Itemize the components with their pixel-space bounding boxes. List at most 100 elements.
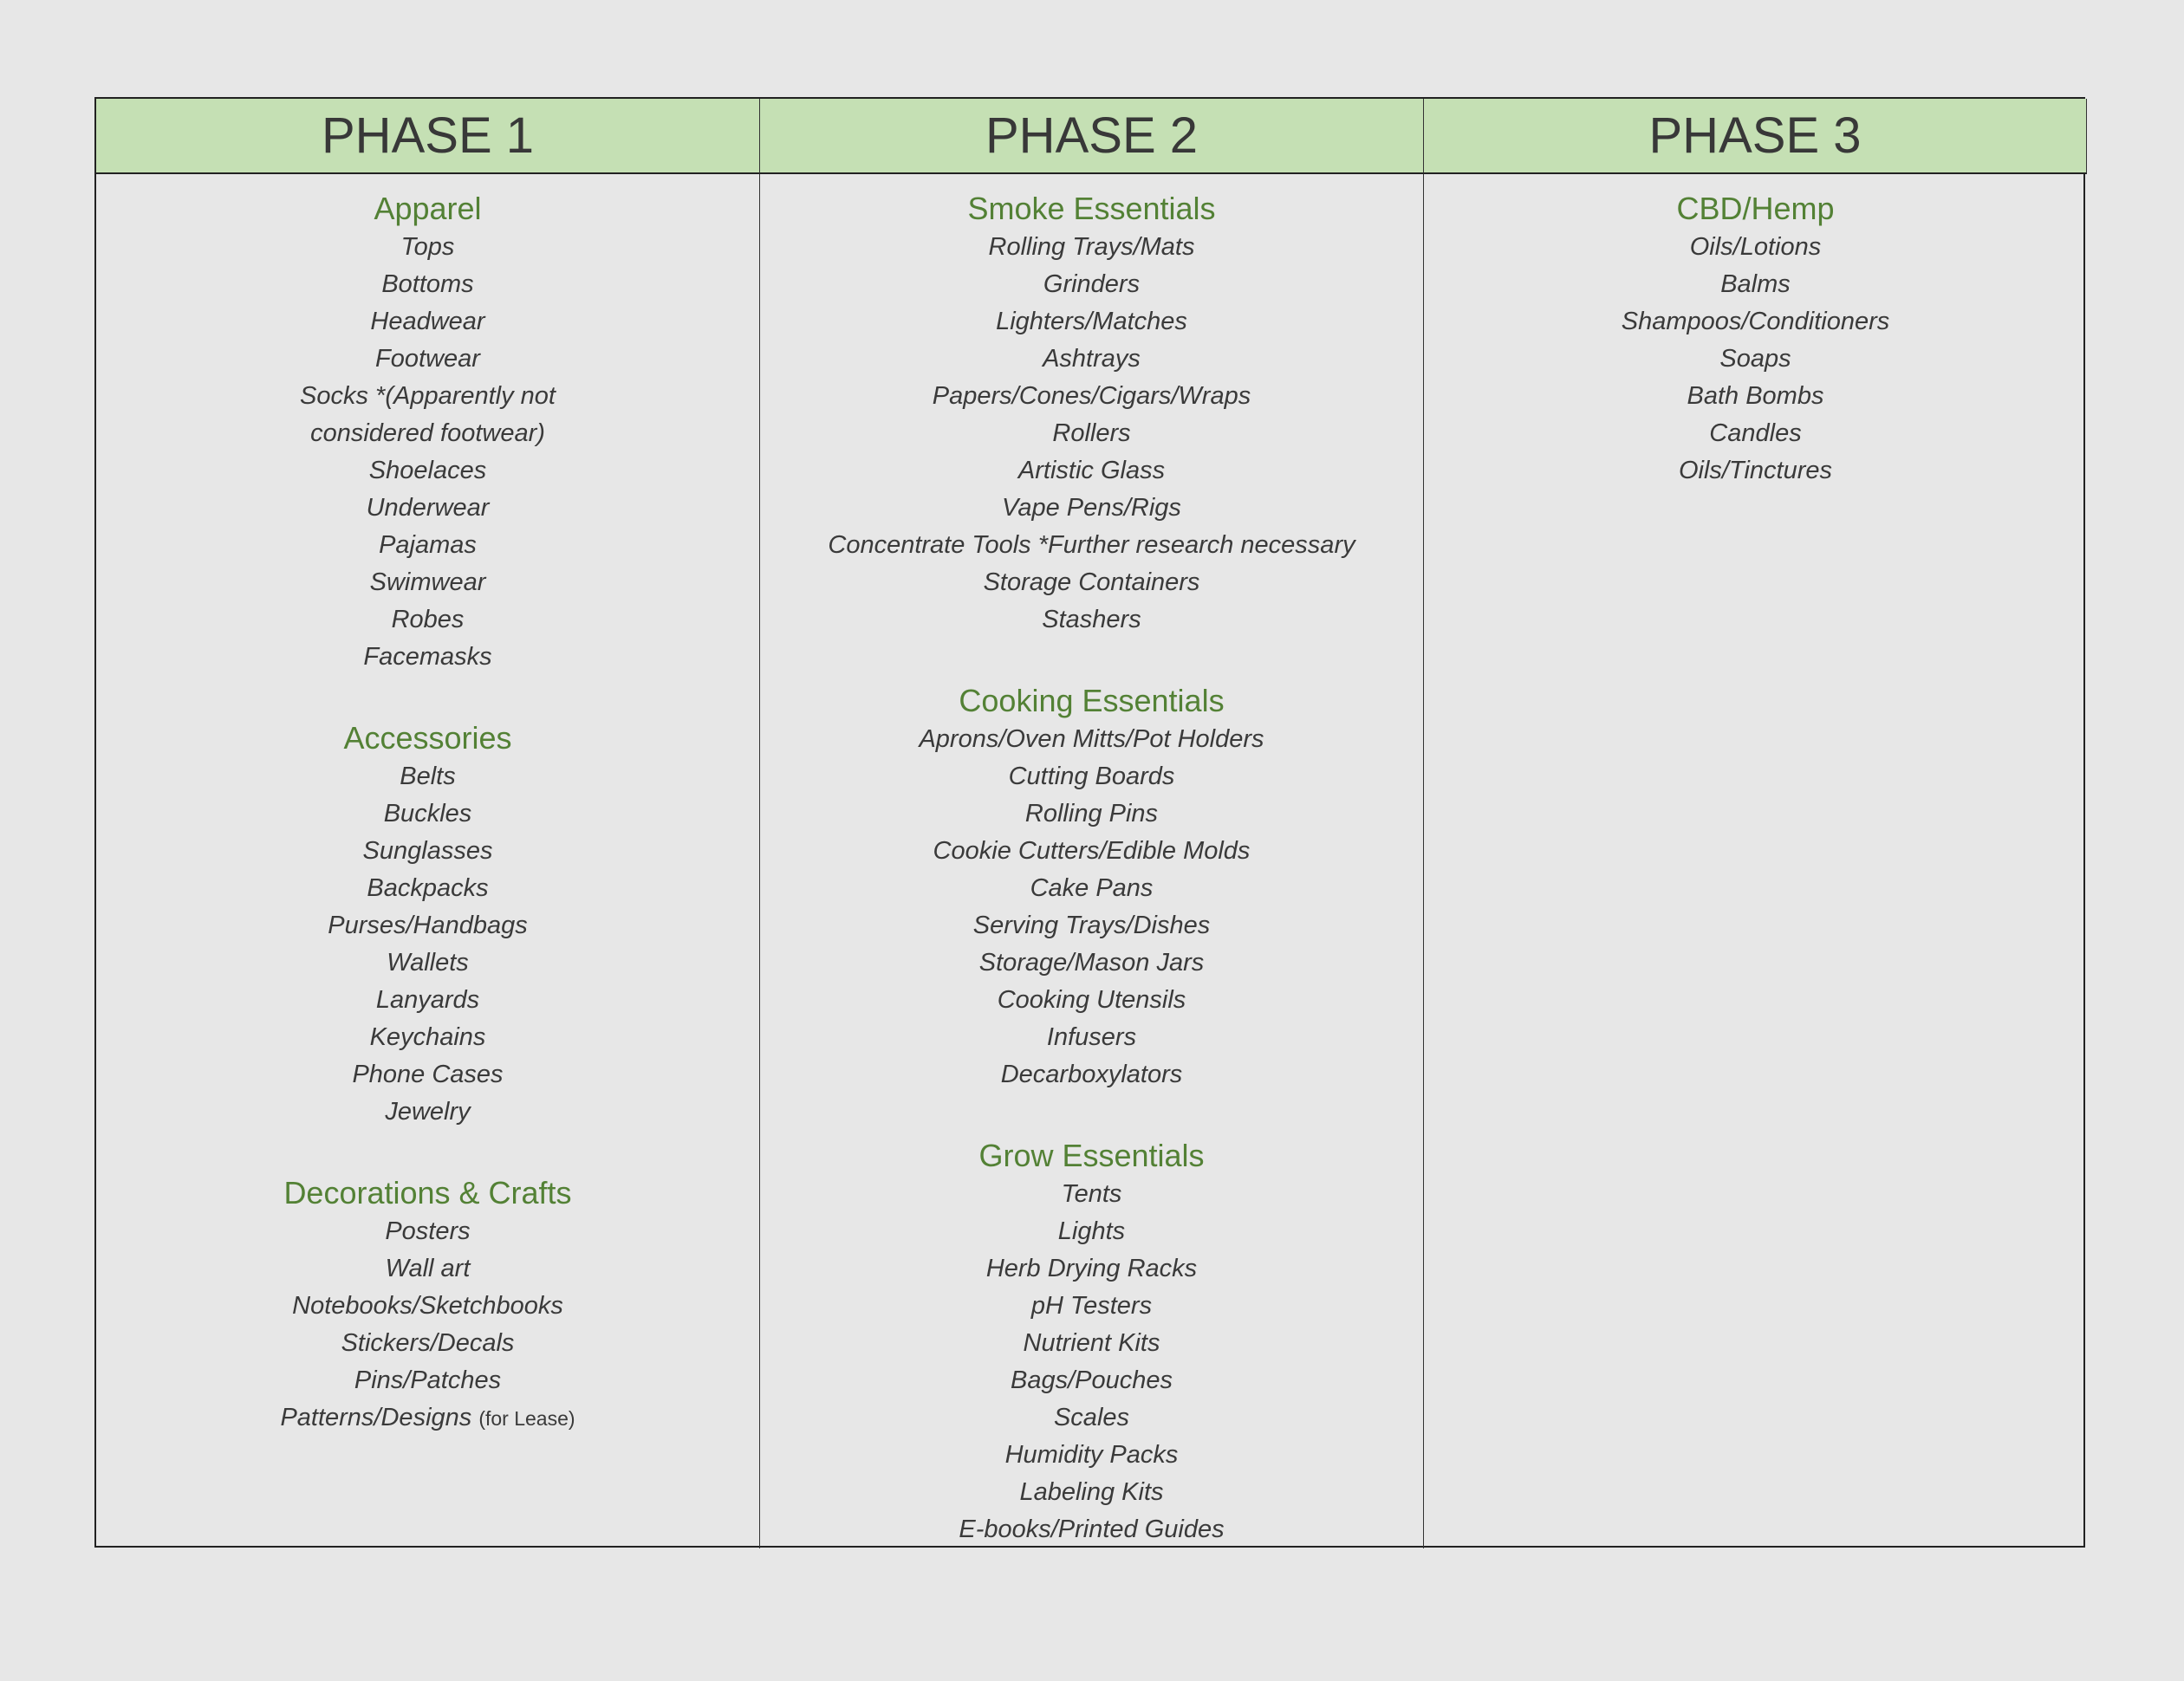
list-item: Posters — [96, 1213, 759, 1250]
category-heading: CBD/Hemp — [1676, 191, 1835, 226]
item-label: Socks *(Apparently not considered footwe… — [300, 382, 556, 447]
list-item: Swimwear — [96, 564, 759, 601]
item-label: Patterns/Designs — [280, 1404, 472, 1431]
item-label: Concentrate Tools *Further research nece… — [828, 531, 1355, 559]
list-item: Sunglasses — [96, 833, 759, 870]
item-label: Purses/Handbags — [328, 912, 528, 939]
list-item: Stashers — [760, 601, 1423, 639]
list-item: Footwear — [96, 341, 759, 378]
item-label: Soaps — [1719, 345, 1791, 373]
list-item: Rollers — [760, 415, 1423, 452]
section-spacer — [96, 1131, 759, 1172]
list-item: Phone Cases — [96, 1056, 759, 1094]
list-item: Balms — [1424, 266, 2087, 303]
list-item: Storage/Mason Jars — [760, 944, 1423, 982]
list-item: Grinders — [760, 266, 1423, 303]
item-label: Oils/Tinctures — [1678, 457, 1832, 484]
item-label: Labeling Kits — [1019, 1478, 1164, 1506]
item-label: pH Testers — [1030, 1292, 1153, 1320]
category-heading: Smoke Essentials — [967, 191, 1216, 226]
item-note: (for Lease) — [478, 1407, 575, 1430]
item-label: Lighters/Matches — [996, 308, 1187, 335]
list-item: Storage Containers — [760, 564, 1423, 601]
category-heading: Decorations & Crafts — [283, 1175, 572, 1210]
item-label: Facemasks — [363, 643, 492, 671]
item-label: Backpacks — [367, 874, 489, 902]
list-item: Belts — [96, 758, 759, 795]
list-item: Decarboxylators — [760, 1056, 1423, 1094]
list-item: Scales — [760, 1399, 1423, 1437]
list-item: Tents — [760, 1176, 1423, 1213]
item-label: Lanyards — [375, 986, 480, 1014]
list-item: Cooking Utensils — [760, 982, 1423, 1019]
item-label: Nutrient Kits — [1023, 1329, 1160, 1357]
item-label: Storage/Mason Jars — [978, 949, 1205, 977]
list-item: Purses/Handbags — [96, 907, 759, 944]
item-label: Tents — [1061, 1180, 1122, 1208]
category-heading: Grow Essentials — [978, 1138, 1205, 1173]
list-item: Wallets — [96, 944, 759, 982]
list-item: Serving Trays/Dishes — [760, 907, 1423, 944]
item-label: Aprons/Oven Mitts/Pot Holders — [919, 725, 1264, 753]
item-label: Buckles — [383, 800, 472, 828]
list-item: Backpacks — [96, 870, 759, 907]
list-item: Labeling Kits — [760, 1474, 1423, 1511]
list-item: Oils/Lotions — [1424, 229, 2087, 266]
phase-2-header: PHASE 2 — [760, 99, 1424, 174]
item-label: Herb Drying Racks — [985, 1255, 1198, 1282]
list-item: Socks *(Apparently not considered footwe… — [96, 378, 759, 452]
phase-3-header: PHASE 3 — [1424, 99, 2087, 174]
item-label: Wall art — [385, 1255, 471, 1282]
list-item: Facemasks — [96, 639, 759, 676]
section-spacer — [760, 639, 1423, 680]
list-item: Shampoos/Conditioners — [1424, 303, 2087, 341]
list-item: E-books/Printed Guides — [760, 1511, 1423, 1548]
item-label: Notebooks/Sketchbooks — [292, 1292, 563, 1320]
list-item: Stickers/Decals — [96, 1325, 759, 1362]
list-item: Keychains — [96, 1019, 759, 1056]
list-item: Notebooks/Sketchbooks — [96, 1288, 759, 1325]
item-label: Wallets — [387, 949, 469, 977]
list-item: Bottoms — [96, 266, 759, 303]
section-spacer — [96, 676, 759, 717]
list-item: Tops — [96, 229, 759, 266]
list-item: Artistic Glass — [760, 452, 1423, 490]
item-label: Rollers — [1052, 419, 1131, 447]
list-item: Underwear — [96, 490, 759, 527]
item-label: Cake Pans — [1030, 874, 1154, 902]
item-label: Decarboxylators — [1000, 1061, 1183, 1088]
phase-1-header: PHASE 1 — [96, 99, 760, 174]
item-label: Headwear — [370, 308, 485, 335]
list-item: Cookie Cutters/Edible Molds — [760, 833, 1423, 870]
list-item: Pajamas — [96, 527, 759, 564]
item-label: Vape Pens/Rigs — [1002, 494, 1181, 522]
item-label: Shoelaces — [368, 457, 487, 484]
item-label: Humidity Packs — [1004, 1441, 1179, 1469]
item-label: Phone Cases — [352, 1061, 504, 1088]
item-label: Lights — [1057, 1217, 1126, 1245]
item-label: Cooking Utensils — [997, 986, 1186, 1014]
list-item: Oils/Tinctures — [1424, 452, 2087, 490]
item-label: Bath Bombs — [1687, 382, 1824, 410]
item-label: Storage Containers — [983, 568, 1200, 596]
category-heading: Accessories — [343, 720, 512, 756]
list-item: Lighters/Matches — [760, 303, 1423, 341]
item-label: Infusers — [1046, 1023, 1137, 1051]
list-item: Candles — [1424, 415, 2087, 452]
list-item: Humidity Packs — [760, 1437, 1423, 1474]
item-label: Stashers — [1042, 606, 1141, 633]
list-item: Infusers — [760, 1019, 1423, 1056]
list-item: Wall art — [96, 1250, 759, 1288]
list-item: Pins/Patches — [96, 1362, 759, 1399]
list-item: Herb Drying Racks — [760, 1250, 1423, 1288]
category-heading: Apparel — [374, 191, 482, 226]
list-item: Ashtrays — [760, 341, 1423, 378]
